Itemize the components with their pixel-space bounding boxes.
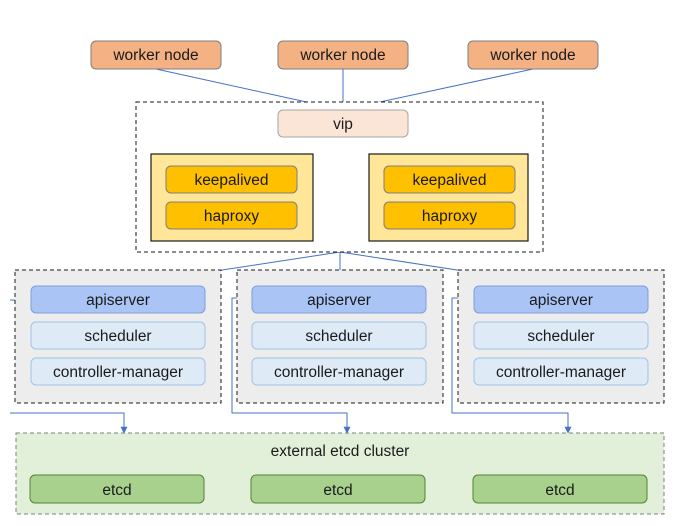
haproxy-1-label: haproxy: [204, 208, 259, 225]
apiserver-1-label: apiserver: [86, 292, 150, 309]
controller-manager-1-label: controller-manager: [53, 364, 183, 381]
etcd-member-2-label: etcd: [323, 482, 352, 499]
worker-nodes: worker node worker node worker node: [90, 40, 599, 70]
worker-node-3-label: worker node: [489, 47, 575, 64]
etcd-member-3: etcd: [472, 474, 648, 504]
controller-manager-3-label: controller-manager: [496, 364, 626, 381]
worker-node-1-label: worker node: [112, 47, 198, 64]
worker-node-2-label: worker node: [299, 47, 385, 64]
worker-node-2: worker node: [277, 40, 409, 70]
etcd-member-2: etcd: [250, 474, 426, 504]
scheduler-2-label: scheduler: [305, 328, 372, 345]
load-balancer-2: keepalived haproxy: [368, 153, 529, 242]
worker-node-1: worker node: [90, 40, 222, 70]
worker-node-3: worker node: [467, 40, 599, 70]
controller-manager-2-label: controller-manager: [274, 364, 404, 381]
vip-label: vip: [333, 116, 353, 133]
haproxy-2-label: haproxy: [422, 208, 477, 225]
apiserver-3-label: apiserver: [529, 292, 593, 309]
keepalived-1-label: keepalived: [194, 172, 268, 189]
connector-apiserver-1-etcd-drop: [10, 412, 128, 434]
load-balancer-tier: vip keepalived haproxy keepalived haprox…: [135, 101, 544, 253]
scheduler-3-label: scheduler: [527, 328, 594, 345]
scheduler-1-label: scheduler: [84, 328, 151, 345]
etcd-cluster: external etcd cluster etcd etcd etcd: [15, 432, 665, 515]
master-3: apiserver scheduler controller-manager: [457, 269, 665, 404]
etcd-member-1: etcd: [29, 474, 205, 504]
control-plane: apiserver scheduler controller-manager a…: [14, 269, 665, 404]
master-1: apiserver scheduler controller-manager: [14, 269, 222, 404]
master-2: apiserver scheduler controller-manager: [236, 269, 444, 404]
etcd-member-3-label: etcd: [545, 482, 574, 499]
keepalived-2-label: keepalived: [412, 172, 486, 189]
apiserver-2-label: apiserver: [307, 292, 371, 309]
etcd-member-1-label: etcd: [102, 482, 131, 499]
etcd-cluster-title: external etcd cluster: [271, 443, 410, 460]
load-balancer-1: keepalived haproxy: [150, 153, 314, 242]
vip-box: vip: [277, 109, 409, 138]
